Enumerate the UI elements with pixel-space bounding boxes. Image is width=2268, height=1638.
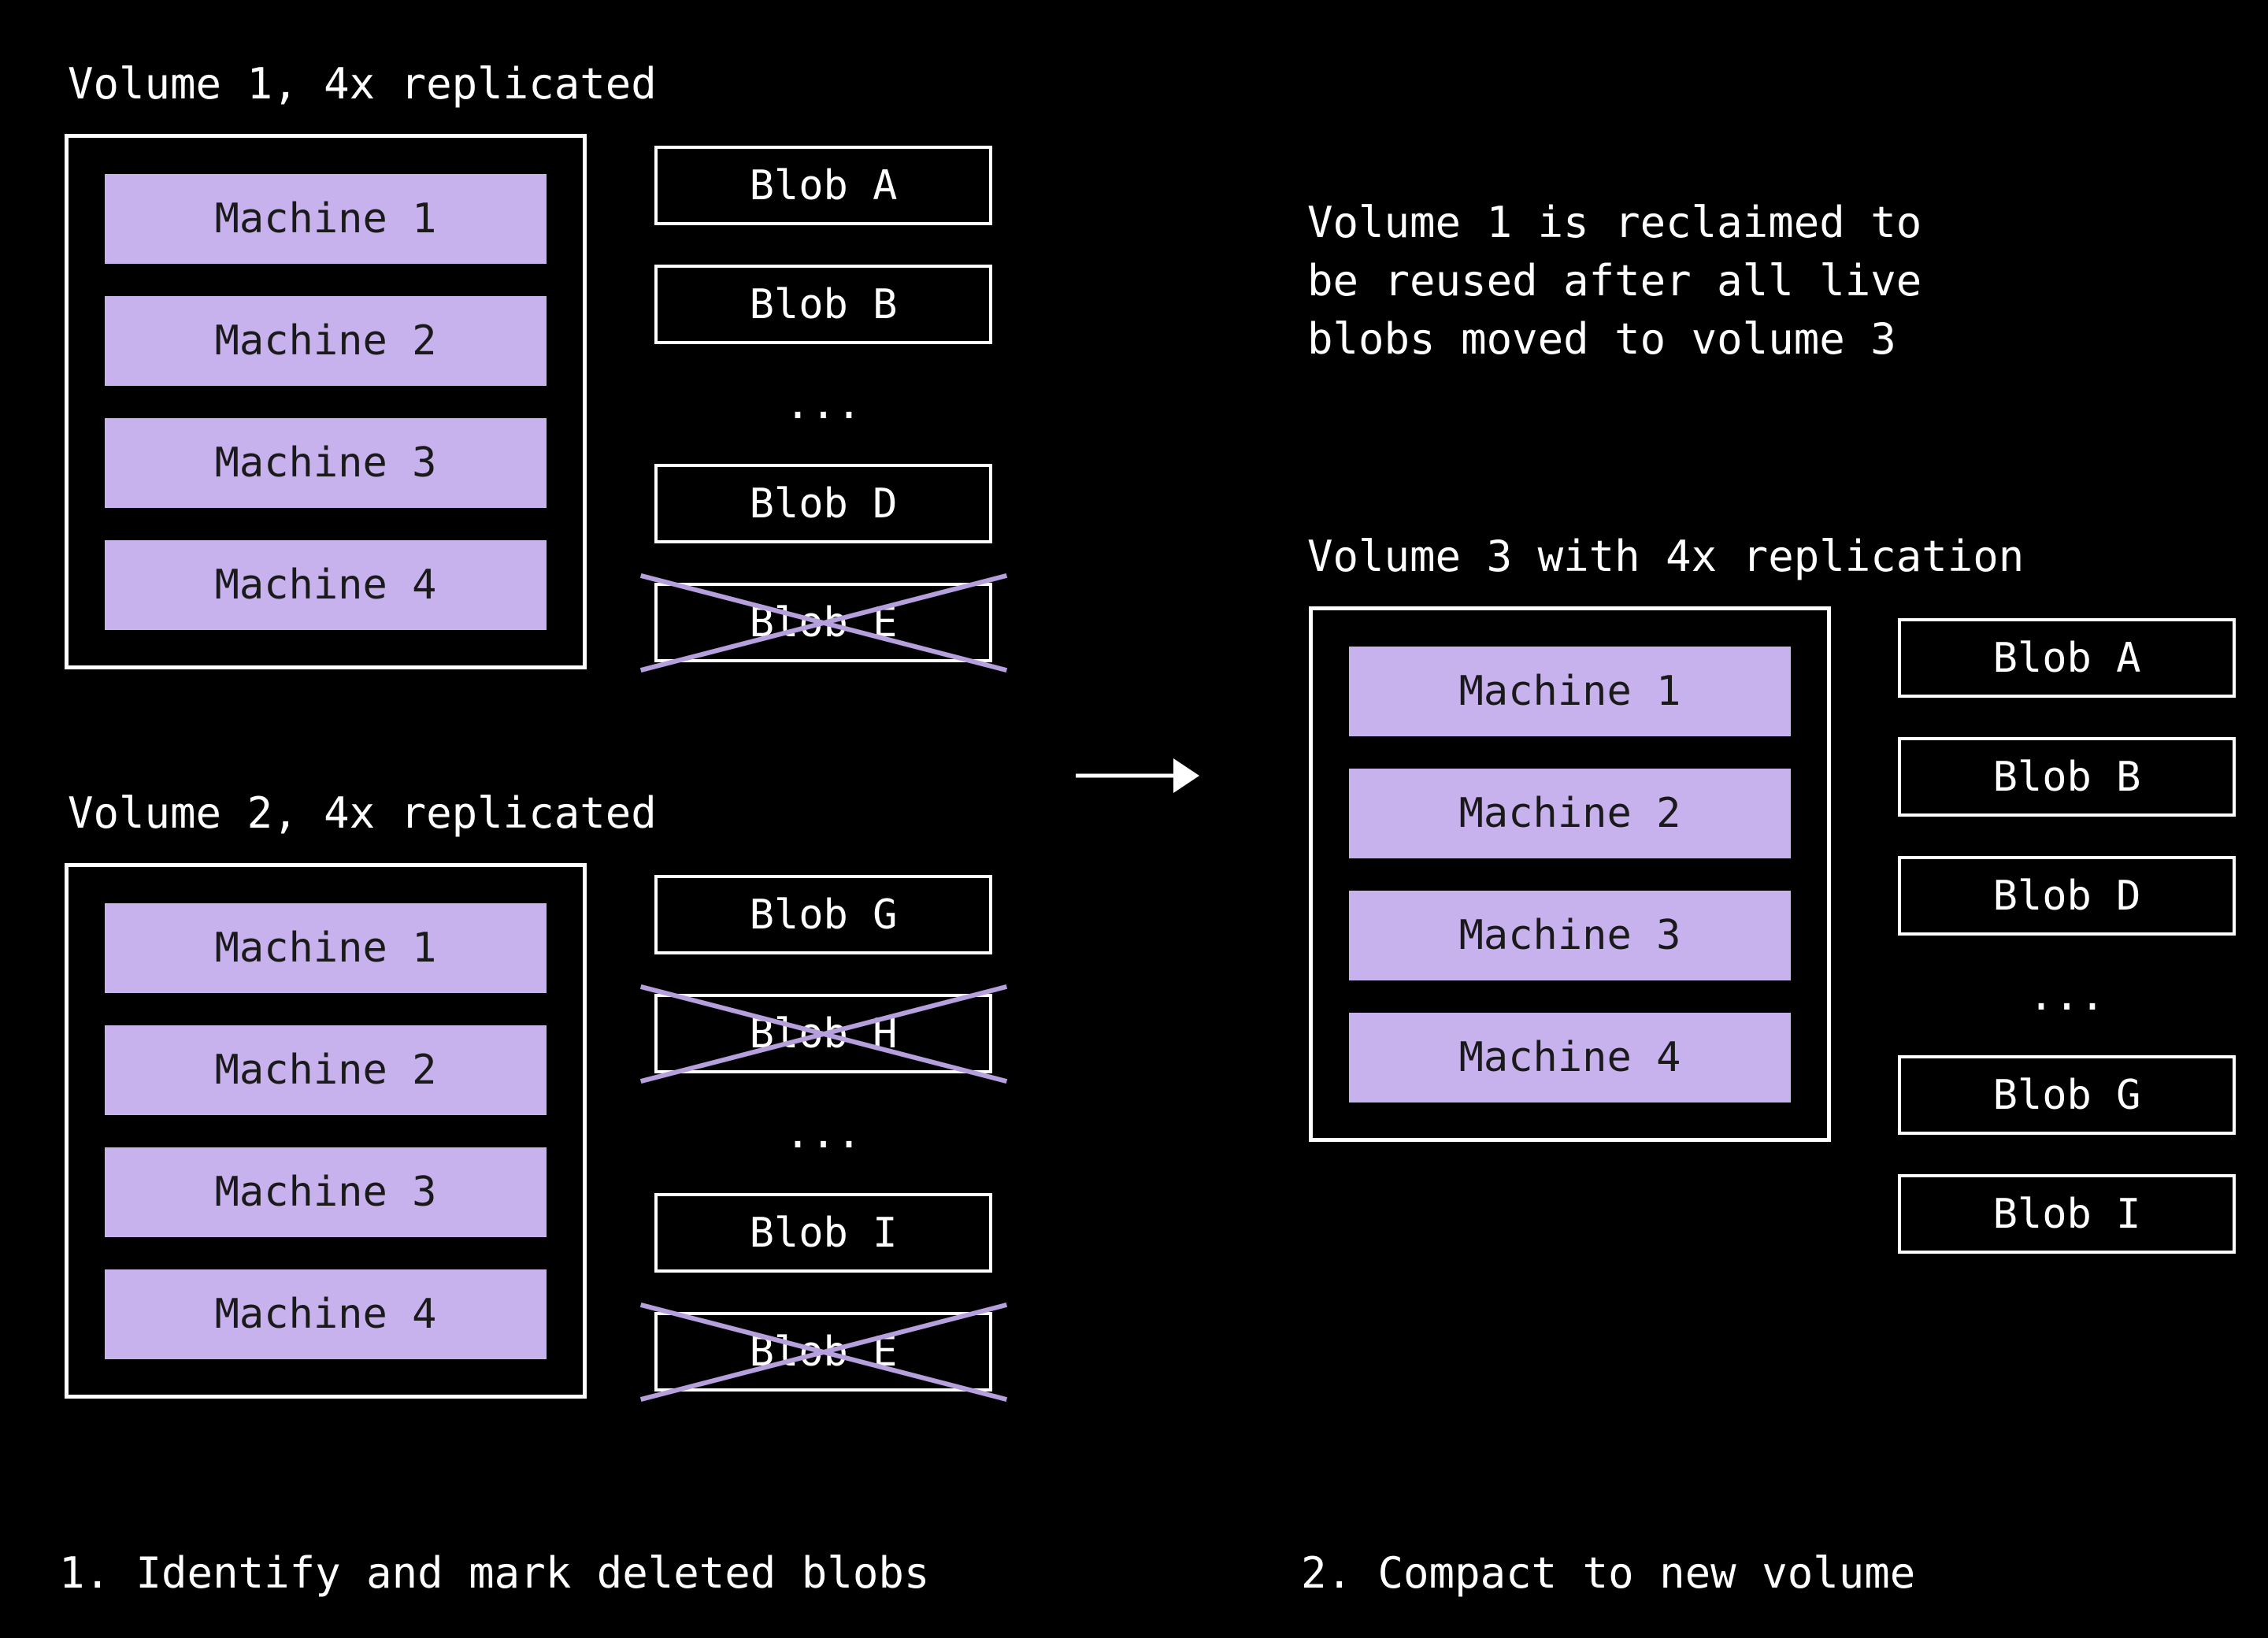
ellipsis: ...	[784, 379, 862, 428]
blob-box: Blob B	[654, 265, 992, 344]
machine-box: Machine 4	[105, 539, 547, 630]
volume1-box: Machine 1 Machine 2 Machine 3 Machine 4	[65, 134, 587, 669]
volume1-blob-stack: Blob A Blob B ... Blob D Blob E	[654, 146, 992, 662]
ellipsis: ...	[784, 1108, 862, 1158]
volume2-title: Volume 2, 4x replicated	[68, 788, 657, 838]
volume3-title: Volume 3 with 4x replication	[1307, 532, 2025, 581]
blob-box: Blob D	[654, 464, 992, 543]
machine-box: Machine 2	[105, 295, 547, 386]
blob-box: Blob G	[654, 875, 992, 954]
blob-box: Blob I	[1898, 1174, 2236, 1254]
flow-arrow-icon	[1076, 758, 1199, 793]
blob-box: Blob A	[654, 146, 992, 225]
blob-box: Blob I	[654, 1193, 992, 1273]
step1-caption: 1. Identify and mark deleted blobs	[59, 1548, 930, 1598]
volume1-title: Volume 1, 4x replicated	[68, 59, 657, 109]
reclaim-note: Volume 1 is reclaimed to be reused after…	[1307, 198, 1922, 364]
blob-box: Blob A	[1898, 618, 2236, 698]
deleted-blob-box: Blob E	[654, 1312, 992, 1392]
machine-box: Machine 3	[105, 1147, 547, 1237]
blob-box: Blob G	[1898, 1055, 2236, 1135]
machine-box: Machine 1	[105, 173, 547, 264]
blob-box: Blob D	[1898, 856, 2236, 936]
machine-box: Machine 1	[1349, 646, 1791, 736]
volume2-blob-stack: Blob G Blob H ... Blob I Blob E	[654, 875, 992, 1392]
volume3-blob-stack: Blob A Blob B Blob D ... Blob G Blob I	[1898, 618, 2236, 1254]
ellipsis: ...	[2028, 970, 2106, 1020]
volume2-box: Machine 1 Machine 2 Machine 3 Machine 4	[65, 863, 587, 1399]
machine-box: Machine 4	[105, 1269, 547, 1359]
machine-box: Machine 1	[105, 902, 547, 993]
machine-box: Machine 3	[1349, 890, 1791, 980]
deleted-blob-box: Blob H	[654, 994, 992, 1073]
deleted-blob-box: Blob E	[654, 583, 992, 662]
machine-box: Machine 2	[1349, 768, 1791, 858]
volume3-box: Machine 1 Machine 2 Machine 3 Machine 4	[1309, 606, 1831, 1142]
machine-box: Machine 2	[105, 1025, 547, 1115]
step2-caption: 2. Compact to new volume	[1301, 1548, 1916, 1598]
machine-box: Machine 4	[1349, 1012, 1791, 1102]
machine-box: Machine 3	[105, 417, 547, 508]
blob-box: Blob B	[1898, 737, 2236, 817]
